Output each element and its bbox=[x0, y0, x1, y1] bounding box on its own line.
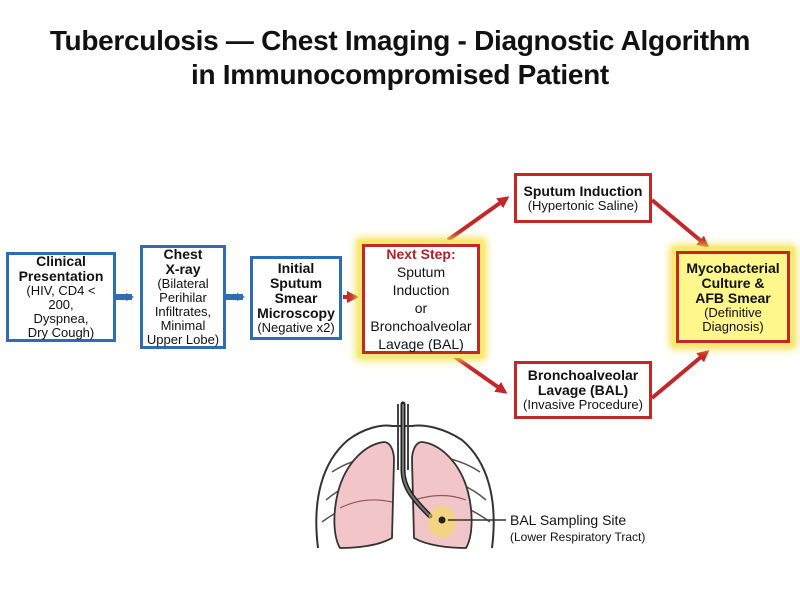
node-next-step: Next Step: Sputum Induction or Bronchoal… bbox=[362, 244, 480, 354]
bal-head-2: Lavage (BAL) bbox=[537, 382, 629, 398]
clinical-head: Clinical Presentation bbox=[18, 253, 104, 284]
arrow-induction-to-culture bbox=[650, 198, 710, 248]
right-lung bbox=[411, 441, 473, 549]
sampling-site-dot bbox=[438, 516, 446, 524]
clinical-line-2: Dyspnea, bbox=[33, 311, 89, 326]
node-bal: Bronchoalveolar Lavage (BAL) (Invasive P… bbox=[514, 361, 652, 419]
smear-sub: (Negative x2) bbox=[257, 320, 335, 335]
xray-line-1: (Bilateral bbox=[157, 276, 209, 291]
next-step-line-4: Lavage (BAL) bbox=[378, 336, 464, 352]
diagram-title: Tuberculosis — Chest Imaging - Diagnosti… bbox=[0, 24, 800, 92]
culture-head-2: Culture & bbox=[701, 274, 765, 291]
bronchoscope-tube bbox=[402, 404, 431, 517]
bal-sampling-site-label: BAL Sampling Site bbox=[510, 512, 627, 528]
culture-head-3: AFB Smear bbox=[695, 289, 771, 306]
left-lung-fissure bbox=[339, 499, 393, 509]
node-clinical-presentation: Clinical Presentation (HIV, CD4 < 200, D… bbox=[6, 252, 116, 342]
xray-head-2: X-ray bbox=[165, 261, 201, 277]
induction-head: Sputum Induction bbox=[523, 182, 643, 199]
smear-head-2: Sputum bbox=[269, 275, 323, 291]
next-step-line-1: Sputum Induction bbox=[392, 264, 450, 298]
title-line-2: in Immunocompromised Patient bbox=[191, 59, 609, 90]
node-sputum-smear: Initial Sputum Smear Microscopy (Negativ… bbox=[250, 256, 342, 340]
xray-line-3: Infiltrates, bbox=[154, 304, 212, 319]
culture-sub-2: Diagnosis) bbox=[702, 318, 764, 334]
arrow-bal-to-culture bbox=[650, 350, 710, 400]
lung-illustration bbox=[315, 401, 506, 549]
smear-head-4: Microscopy bbox=[257, 305, 335, 321]
next-step-head: Next Step: bbox=[386, 246, 456, 262]
bal-sub: (Invasive Procedure) bbox=[523, 397, 643, 412]
smear-head-1: Initial bbox=[277, 260, 315, 276]
clinical-line-3: Dry Cough) bbox=[27, 325, 95, 340]
node-mycobacterial-culture: Mycobacterial Culture & AFB Smear (Defin… bbox=[676, 251, 790, 343]
next-step-line-2: or bbox=[414, 300, 428, 316]
culture-sub-1: (Definitive bbox=[704, 304, 762, 320]
xray-line-2: Perihilar bbox=[159, 290, 207, 305]
xray-line-4: Minimal bbox=[160, 318, 206, 333]
xray-line-5: Upper Lobe) bbox=[146, 332, 220, 347]
induction-sub: (Hypertonic Saline) bbox=[527, 197, 639, 213]
bal-sampling-site-sublabel: (Lower Respiratory Tract) bbox=[510, 530, 646, 544]
right-lung-fissure bbox=[413, 494, 467, 501]
next-step-line-3: Bronchoalveolar bbox=[370, 318, 472, 334]
title-line-1: Tuberculosis — Chest Imaging - Diagnosti… bbox=[49, 25, 751, 56]
clinical-line-1: (HIV, CD4 < 200, bbox=[26, 283, 96, 312]
node-sputum-induction: Sputum Induction (Hypertonic Saline) bbox=[514, 173, 652, 223]
arrow-next-to-induction bbox=[446, 196, 510, 242]
left-lung bbox=[333, 441, 395, 549]
arrow-next-to-bal bbox=[446, 350, 508, 394]
node-chest-xray: Chest X-ray (Bilateral Perihilar Infiltr… bbox=[140, 245, 226, 349]
trachea bbox=[397, 404, 409, 470]
smear-head-3: Smear bbox=[274, 290, 318, 306]
culture-head-1: Mycobacterial bbox=[686, 259, 780, 276]
xray-head-1: Chest bbox=[163, 246, 203, 262]
bal-head-1: Bronchoalveolar bbox=[527, 367, 639, 383]
